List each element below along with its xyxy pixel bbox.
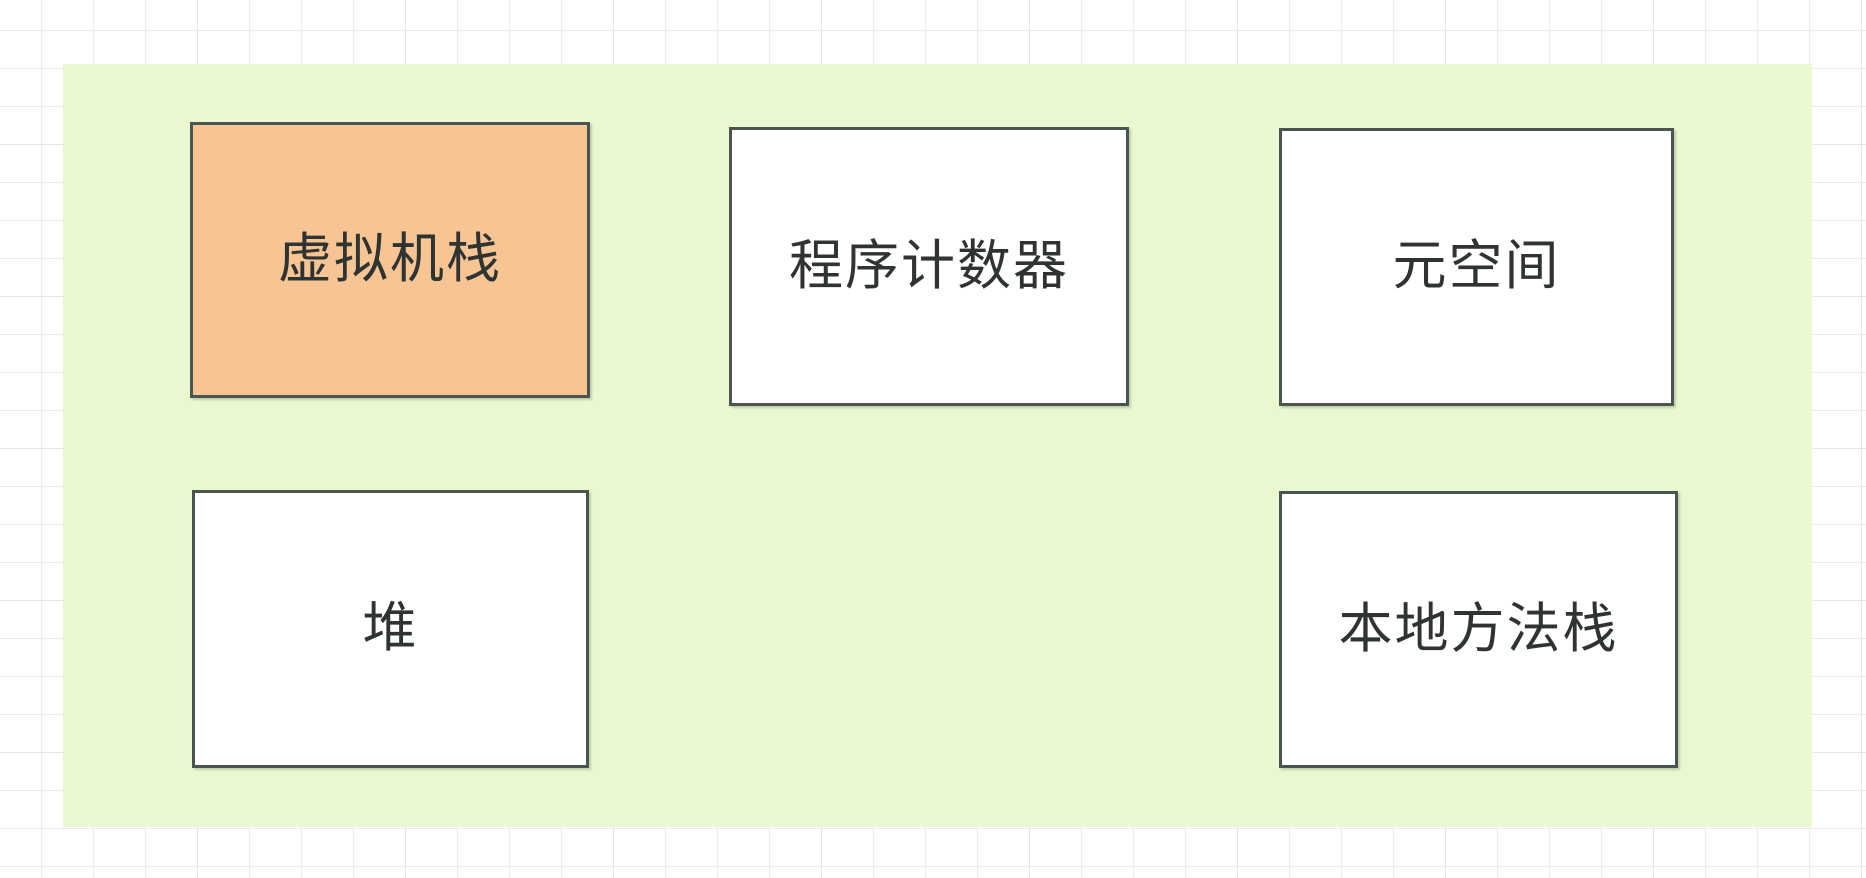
node-vm-stack-label: 虚拟机栈 bbox=[278, 229, 502, 290]
runtime-data-area-region[interactable]: 虚拟机栈 程序计数器 元空间 堆 本地方法栈 bbox=[63, 64, 1812, 827]
node-metaspace[interactable]: 元空间 bbox=[1279, 128, 1674, 406]
node-native-method-stack[interactable]: 本地方法栈 bbox=[1279, 491, 1678, 768]
node-vm-stack[interactable]: 虚拟机栈 bbox=[190, 122, 590, 398]
node-heap[interactable]: 堆 bbox=[192, 490, 589, 768]
node-pc-register-label: 程序计数器 bbox=[789, 235, 1069, 296]
node-heap-label: 堆 bbox=[362, 598, 419, 659]
node-metaspace-label: 元空间 bbox=[1392, 236, 1561, 297]
node-native-method-stack-label: 本地方法栈 bbox=[1338, 598, 1619, 659]
node-pc-register[interactable]: 程序计数器 bbox=[729, 127, 1129, 406]
